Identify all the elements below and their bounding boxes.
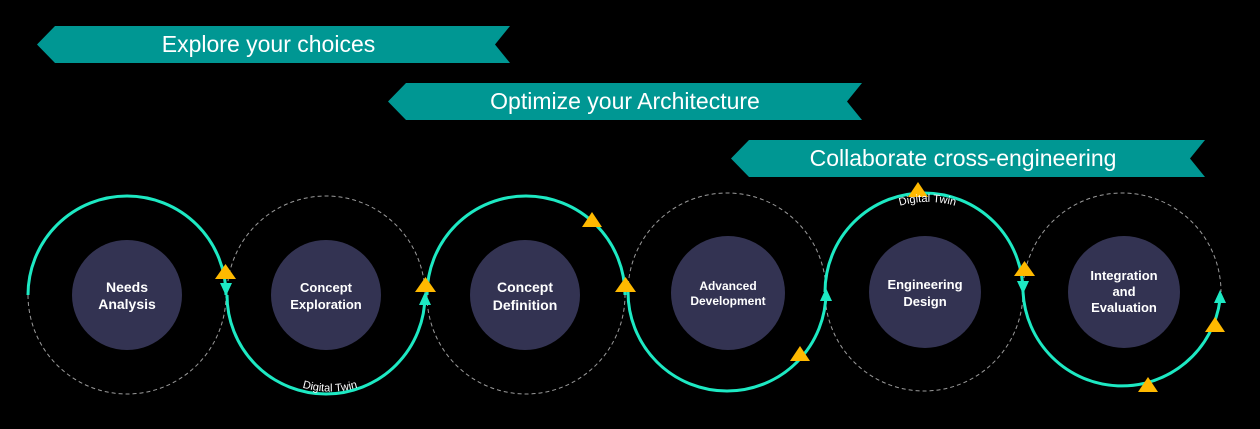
stage-nodes — [72, 236, 1180, 350]
stage-node-needs-analysis — [72, 240, 182, 350]
stage-node-concept-definition — [470, 240, 580, 350]
dashed-circle-4 — [627, 192, 827, 293]
dashed-circle-6 — [1022, 192, 1222, 293]
path-arc-3 — [425, 194, 627, 296]
banner-label: Optimize your Architecture — [490, 88, 760, 114]
milestone-triangle-icon — [790, 346, 810, 361]
arrow-up-icon — [1214, 290, 1226, 303]
path-arc-4 — [626, 291, 828, 393]
stage-node-advanced-development — [671, 236, 785, 350]
milestone-markers — [215, 182, 1225, 392]
milestone-triangle-icon — [1014, 261, 1035, 276]
dashed-circle-1 — [27, 294, 227, 395]
dashed-circle-3 — [426, 294, 626, 395]
stage-node-engineering-design — [869, 236, 981, 348]
stage-node-concept-exploration — [271, 240, 381, 350]
banner-explore-choices: Explore your choices — [37, 26, 510, 63]
milestone-triangle-icon — [215, 264, 236, 279]
banner-ribbon-shape — [388, 83, 862, 120]
milestone-triangle-icon — [415, 277, 436, 292]
dashed-circle-5 — [824, 291, 1024, 392]
arrow-down-icon — [220, 283, 232, 296]
milestone-triangle-icon — [1138, 377, 1158, 392]
milestone-triangle-icon — [1205, 317, 1225, 332]
banner-label: Collaborate cross-engineering — [809, 145, 1117, 171]
direction-arrows — [220, 281, 1226, 305]
milestone-triangle-icon — [582, 212, 602, 227]
milestone-triangle-icon — [908, 182, 928, 197]
milestone-triangle-icon — [615, 277, 636, 292]
dashed-guides — [27, 192, 1222, 395]
path-arc-2 — [225, 294, 427, 396]
path-arc-1 — [26, 194, 228, 296]
digital-twin-label: Digital Twin — [898, 193, 958, 209]
stage-node-integration-evaluation — [1068, 236, 1180, 348]
arrow-down-icon — [1017, 281, 1029, 294]
banner-optimize-architecture: Optimize your Architecture — [388, 83, 862, 120]
banner-ribbon-shape — [37, 26, 510, 63]
banner-collaborate: Collaborate cross-engineering — [731, 140, 1205, 177]
banner-label: Explore your choices — [161, 31, 376, 57]
arrow-up-icon — [820, 288, 832, 301]
banner-ribbon-shape — [731, 140, 1205, 177]
digital-twin-label: Digital Twin — [302, 379, 359, 395]
dashed-circle-2 — [226, 195, 426, 296]
process-path — [26, 191, 1222, 396]
path-arc-6 — [1021, 291, 1222, 388]
arrow-up-icon — [419, 292, 431, 305]
